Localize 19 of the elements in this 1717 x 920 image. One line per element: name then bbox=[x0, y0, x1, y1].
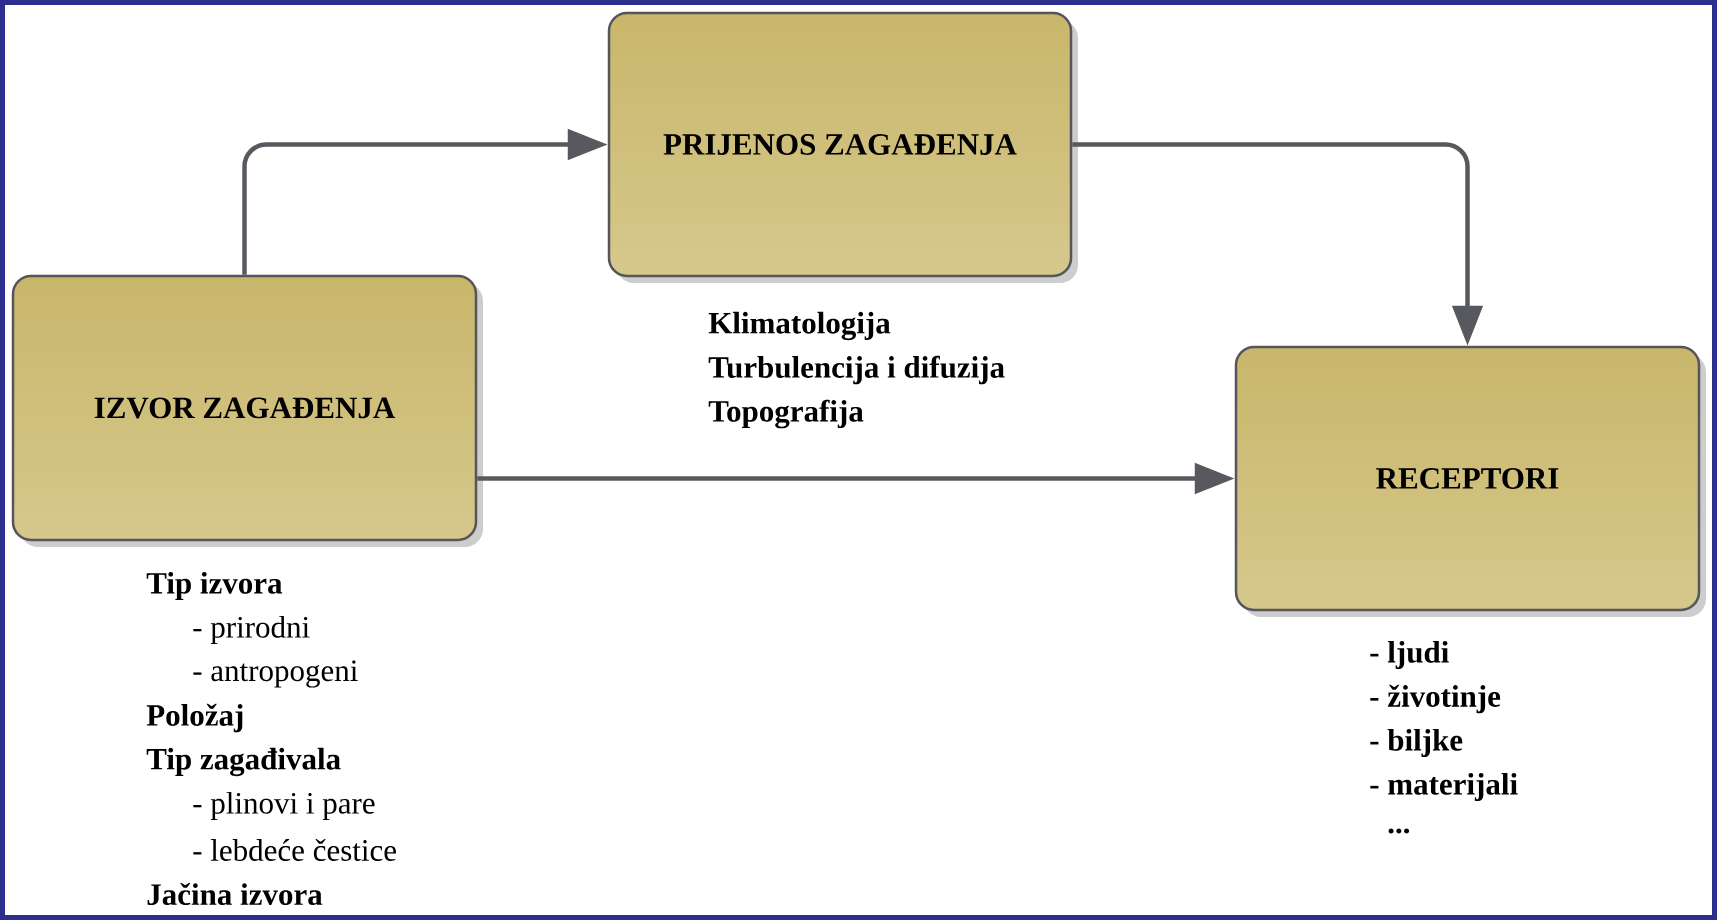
list-item: Tip izvora bbox=[146, 571, 283, 601]
list-item: - materijali bbox=[1370, 772, 1518, 802]
list-item: Turbulencija i difuzija bbox=[708, 355, 1005, 385]
list-item: - životinje bbox=[1370, 684, 1501, 714]
list-item: Topografija bbox=[708, 399, 864, 429]
list-item: Položaj bbox=[146, 703, 243, 733]
list-item: - ljudi bbox=[1370, 640, 1449, 670]
list-item: ... bbox=[1388, 828, 1410, 834]
process-box: IZVOR ZAGAĐENJA bbox=[11, 274, 483, 547]
process-box: PRIJENOS ZAGAĐENJA bbox=[607, 11, 1078, 283]
list-item: Klimatologija bbox=[708, 311, 891, 341]
list-item: - antropogeni bbox=[193, 660, 358, 688]
list-item: - lebdeće čestice bbox=[193, 839, 396, 861]
process-box: RECEPTORI bbox=[1234, 345, 1706, 617]
list-item: - plinovi i pare bbox=[193, 791, 375, 821]
list-item: - biljke bbox=[1370, 728, 1463, 758]
list-item: Jačina izvora bbox=[147, 882, 323, 906]
list-item: - prirodni bbox=[193, 615, 310, 645]
list-item: Tip zagađivala bbox=[146, 747, 341, 777]
